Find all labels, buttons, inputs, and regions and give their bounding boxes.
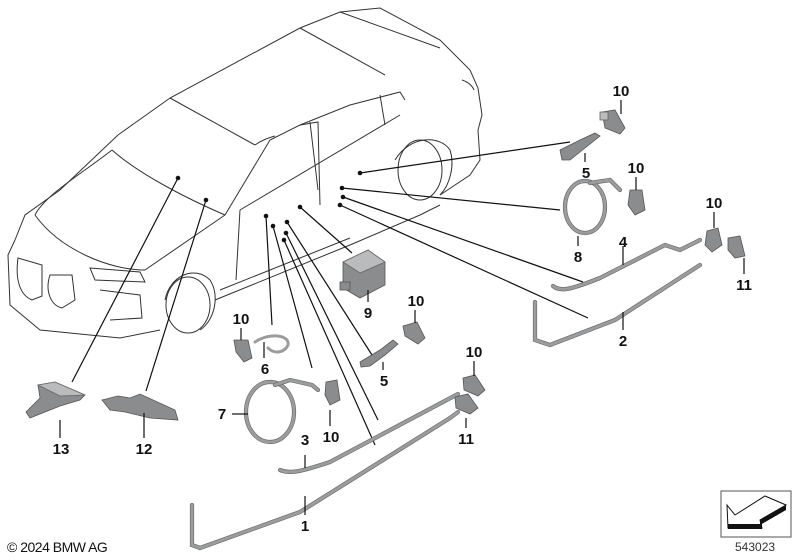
callout-6[interactable]: 6 — [261, 361, 269, 378]
callout-2[interactable]: 2 — [619, 333, 627, 350]
callout-13[interactable]: 13 — [53, 441, 70, 458]
callout-10[interactable]: 10 — [408, 293, 425, 310]
callout-5[interactable]: 5 — [582, 165, 590, 182]
callout-11[interactable]: 11 — [736, 277, 752, 294]
callout-10[interactable]: 10 — [323, 429, 340, 446]
part-4-cable[interactable] — [550, 237, 703, 292]
part-2-cable[interactable] — [532, 262, 703, 348]
part-10-sensor-f[interactable] — [324, 379, 341, 406]
part-1-cable[interactable] — [189, 409, 461, 551]
part-8-cable-loop[interactable] — [562, 177, 623, 236]
callout-7[interactable]: 7 — [218, 406, 226, 423]
part-12-sensor-bracket[interactable] — [101, 393, 179, 421]
callout-4[interactable]: 4 — [619, 234, 628, 251]
back-navigation-button[interactable] — [720, 490, 792, 538]
callout-12[interactable]: 12 — [136, 441, 153, 458]
part-3-cable[interactable] — [277, 391, 461, 474]
callout-10[interactable]: 10 — [706, 195, 723, 212]
leader-lines — [71, 141, 589, 446]
part-10-sensor-g[interactable] — [462, 374, 486, 397]
part-10-sensor-b[interactable] — [627, 189, 646, 216]
callout-1[interactable]: 1 — [301, 518, 309, 535]
callout-10[interactable]: 10 — [613, 83, 630, 100]
callout-9[interactable]: 9 — [364, 305, 372, 322]
callout-10[interactable]: 10 — [628, 160, 645, 177]
callout-10[interactable]: 10 — [466, 344, 483, 361]
part-10-sensor-a[interactable] — [599, 109, 626, 135]
copyright-text: © 2024 BMW AG — [7, 539, 108, 555]
vehicle-outline — [7, 7, 483, 339]
part-10-sensor-c[interactable] — [704, 227, 723, 253]
callout-labels: 10 5 10 8 4 2 10 11 9 10 5 10 6 7 10 3 1… — [53, 83, 752, 535]
callout-3[interactable]: 3 — [301, 432, 309, 449]
callout-5[interactable]: 5 — [380, 373, 388, 390]
part-11-sensor-a[interactable] — [727, 235, 746, 259]
part-5-bracket-a[interactable] — [559, 132, 601, 161]
part-11-sensor-b[interactable] — [454, 393, 479, 415]
diagram-number: 543023 — [735, 540, 776, 554]
callout-leaders — [59, 100, 745, 515]
callout-11[interactable]: 11 — [458, 431, 474, 448]
arrow-back-icon — [726, 495, 788, 529]
part-6-cable[interactable] — [253, 334, 290, 354]
part-9-control-unit[interactable] — [339, 249, 386, 299]
part-13-bracket[interactable] — [25, 381, 86, 419]
part-5-bracket-b[interactable] — [359, 339, 399, 368]
callout-10[interactable]: 10 — [233, 311, 250, 328]
part-10-sensor-d[interactable] — [402, 321, 426, 345]
part-7-cable-loop[interactable] — [243, 377, 321, 445]
callout-8[interactable]: 8 — [574, 249, 582, 266]
part-10-sensor-e[interactable] — [233, 339, 253, 363]
